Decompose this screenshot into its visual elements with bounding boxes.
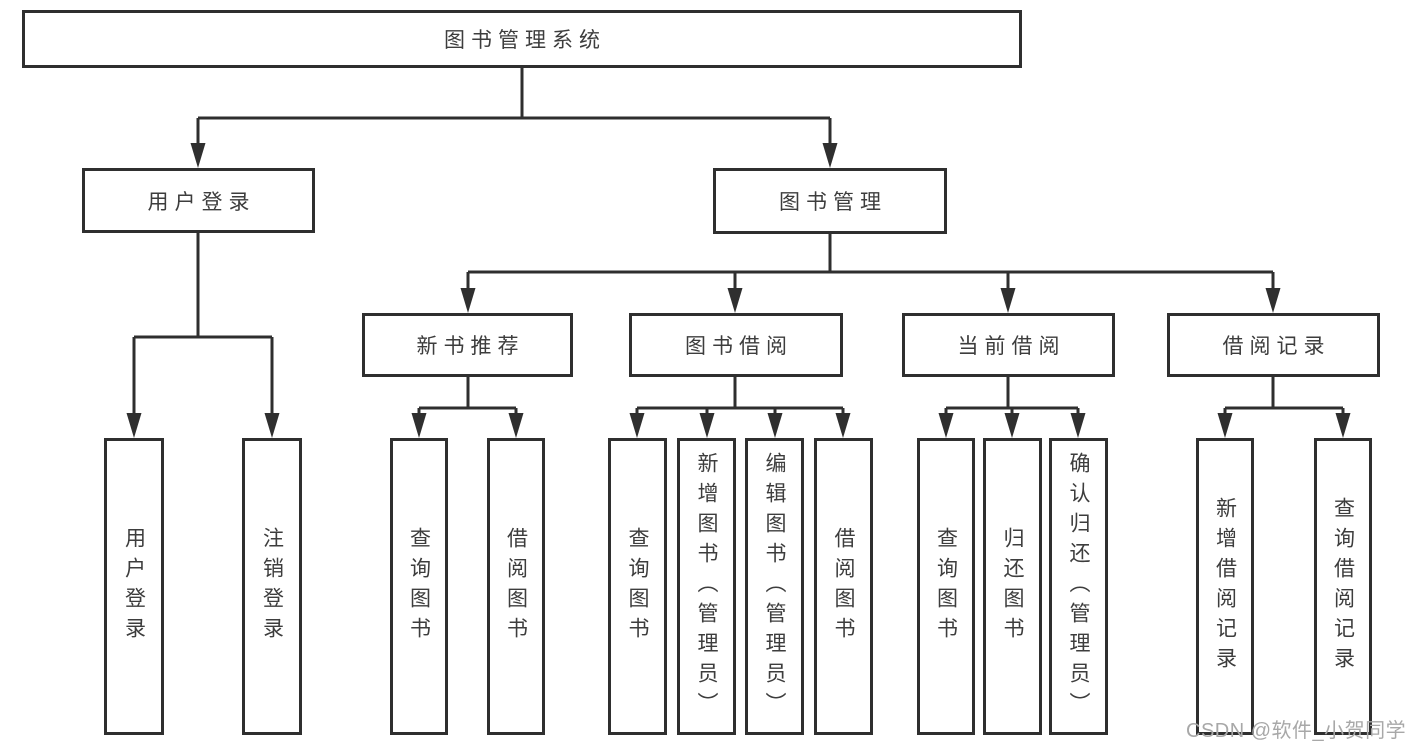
node-current-borrow: 当前借阅 [902,313,1115,377]
leaf-borrow-books-recommend-label: 借阅图书 [504,526,528,647]
leaf-logout-label: 注销登录 [260,526,284,647]
leaf-query-books-current: 查询图书 [917,438,975,735]
leaf-confirm-return-admin-label: 确认归还（管理员） [1067,451,1090,722]
watermark: CSDN @软件_小贺同学 [1186,720,1405,742]
node-user-login: 用户登录 [82,168,315,233]
node-new-book-recommend: 新书推荐 [362,313,573,377]
connector-root-to-level1 [190,68,838,168]
leaf-return-book: 归还图书 [983,438,1042,735]
node-user-login-label: 用户登录 [147,190,256,214]
leaf-query-borrow-record-label: 查询借阅记录 [1331,496,1355,677]
leaf-borrow-books: 借阅图书 [814,438,873,735]
leaf-user-login-label: 用户登录 [122,526,146,647]
leaf-logout: 注销登录 [242,438,302,735]
connector-book-borrow-to-leaves [629,377,851,438]
leaf-confirm-return-admin: 确认归还（管理员） [1049,438,1108,735]
node-current-borrow-label: 当前借阅 [957,335,1066,358]
node-book-borrow-label: 图书借阅 [685,335,793,358]
leaf-query-books-borrow-label: 查询图书 [626,526,649,647]
leaf-borrow-books-label: 借阅图书 [832,526,855,647]
leaf-edit-book-admin-label: 编辑图书（管理员） [763,451,786,722]
connector-book-mgmt-to-level3 [460,234,1281,313]
leaf-add-borrow-record: 新增借阅记录 [1196,438,1254,735]
node-borrow-records: 借阅记录 [1167,313,1380,377]
node-book-management-label: 图书管理 [779,191,887,214]
leaf-query-books-recommend: 查询图书 [390,438,448,735]
node-root: 图书管理系统 [22,10,1022,68]
leaf-query-books-borrow: 查询图书 [608,438,667,735]
leaf-add-borrow-record-label: 新增借阅记录 [1213,496,1237,677]
connector-borrow-records-to-leaves [1217,377,1351,438]
connector-new-book-to-leaves [411,377,524,438]
leaf-user-login: 用户登录 [104,438,164,735]
node-borrow-records-label: 借阅记录 [1222,335,1331,358]
leaf-borrow-books-recommend: 借阅图书 [487,438,545,735]
leaf-query-books-recommend-label: 查询图书 [407,526,431,647]
leaf-edit-book-admin: 编辑图书（管理员） [745,438,804,735]
connector-current-borrow-to-leaves [938,377,1086,438]
node-root-label: 图书管理系统 [444,29,606,52]
leaf-query-borrow-record: 查询借阅记录 [1314,438,1372,735]
leaf-add-book-admin-label: 新增图书（管理员） [695,451,718,722]
leaf-return-book-label: 归还图书 [1001,526,1024,647]
node-book-borrow: 图书借阅 [629,313,843,377]
node-book-management: 图书管理 [713,168,947,234]
node-new-book-recommend-label: 新书推荐 [416,335,525,358]
leaf-add-book-admin: 新增图书（管理员） [677,438,736,735]
leaf-query-books-current-label: 查询图书 [934,526,958,647]
connector-user-login-to-leaves [126,233,280,438]
